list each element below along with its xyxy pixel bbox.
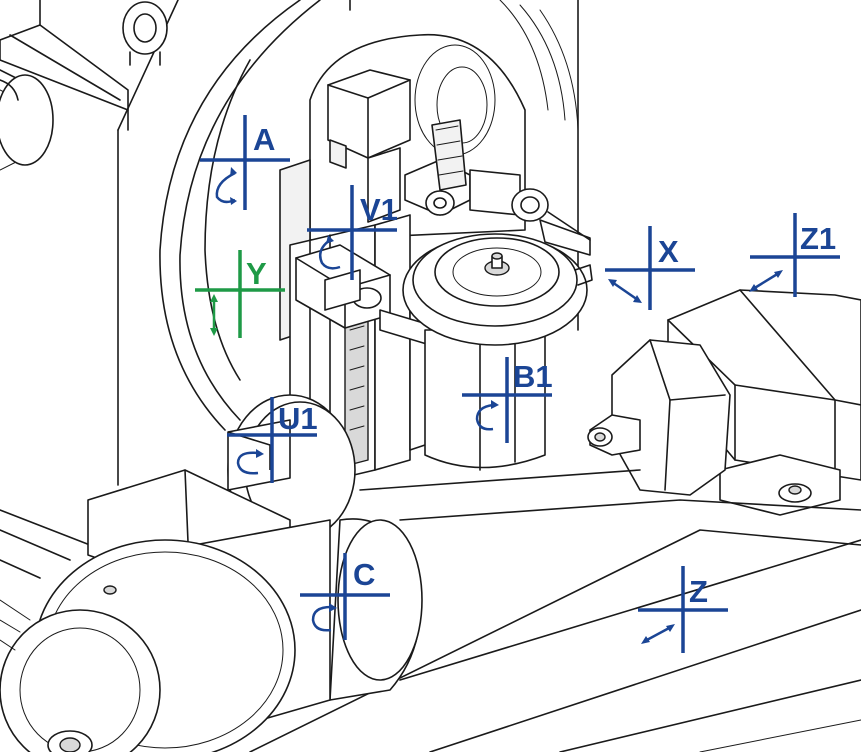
linear-arrow-icon: [644, 625, 672, 643]
main-housing: [117, 0, 579, 486]
b1-rotary-table: [402, 233, 593, 471]
axis-marker-z1: Z1: [749, 213, 840, 297]
axis-marker-v1: V1: [307, 185, 398, 280]
axis-label-x: X: [658, 234, 679, 269]
axis-marker-c: C: [300, 553, 390, 640]
axis-marker-z: Z: [638, 566, 728, 653]
axis-label-y: Y: [246, 256, 267, 291]
rotation-arrow-icon: [236, 451, 259, 475]
axis-label-a: A: [253, 122, 275, 157]
axis-marker-a: A: [200, 115, 290, 210]
linear-arrow-icon: [752, 271, 780, 291]
axis-label-b1: B1: [513, 359, 553, 394]
rotation-arrow-icon: [475, 403, 494, 431]
axis-label-z1: Z1: [800, 221, 836, 256]
axis-label-z: Z: [689, 574, 708, 609]
axis-marker-y: Y: [195, 250, 285, 338]
axis-label-u1: U1: [278, 401, 318, 436]
axis-label-c: C: [353, 557, 375, 592]
axis-marker-u1: U1: [227, 397, 318, 483]
rotation-arrow-icon: [215, 171, 236, 204]
tailstock-z1: [587, 289, 861, 516]
linear-arrow-icon: [611, 280, 639, 302]
rotation-arrow-icon: [311, 605, 332, 632]
axis-marker-x: X: [605, 226, 695, 310]
axis-label-v1: V1: [360, 192, 398, 227]
c-headstock: [0, 469, 423, 752]
axis-marker-b1: B1: [462, 357, 553, 443]
top-motor-block: [327, 69, 591, 256]
rotation-arrow-icon: [319, 238, 341, 270]
top-left-frame: [0, 0, 129, 171]
a-axis-ring: [159, 0, 579, 431]
